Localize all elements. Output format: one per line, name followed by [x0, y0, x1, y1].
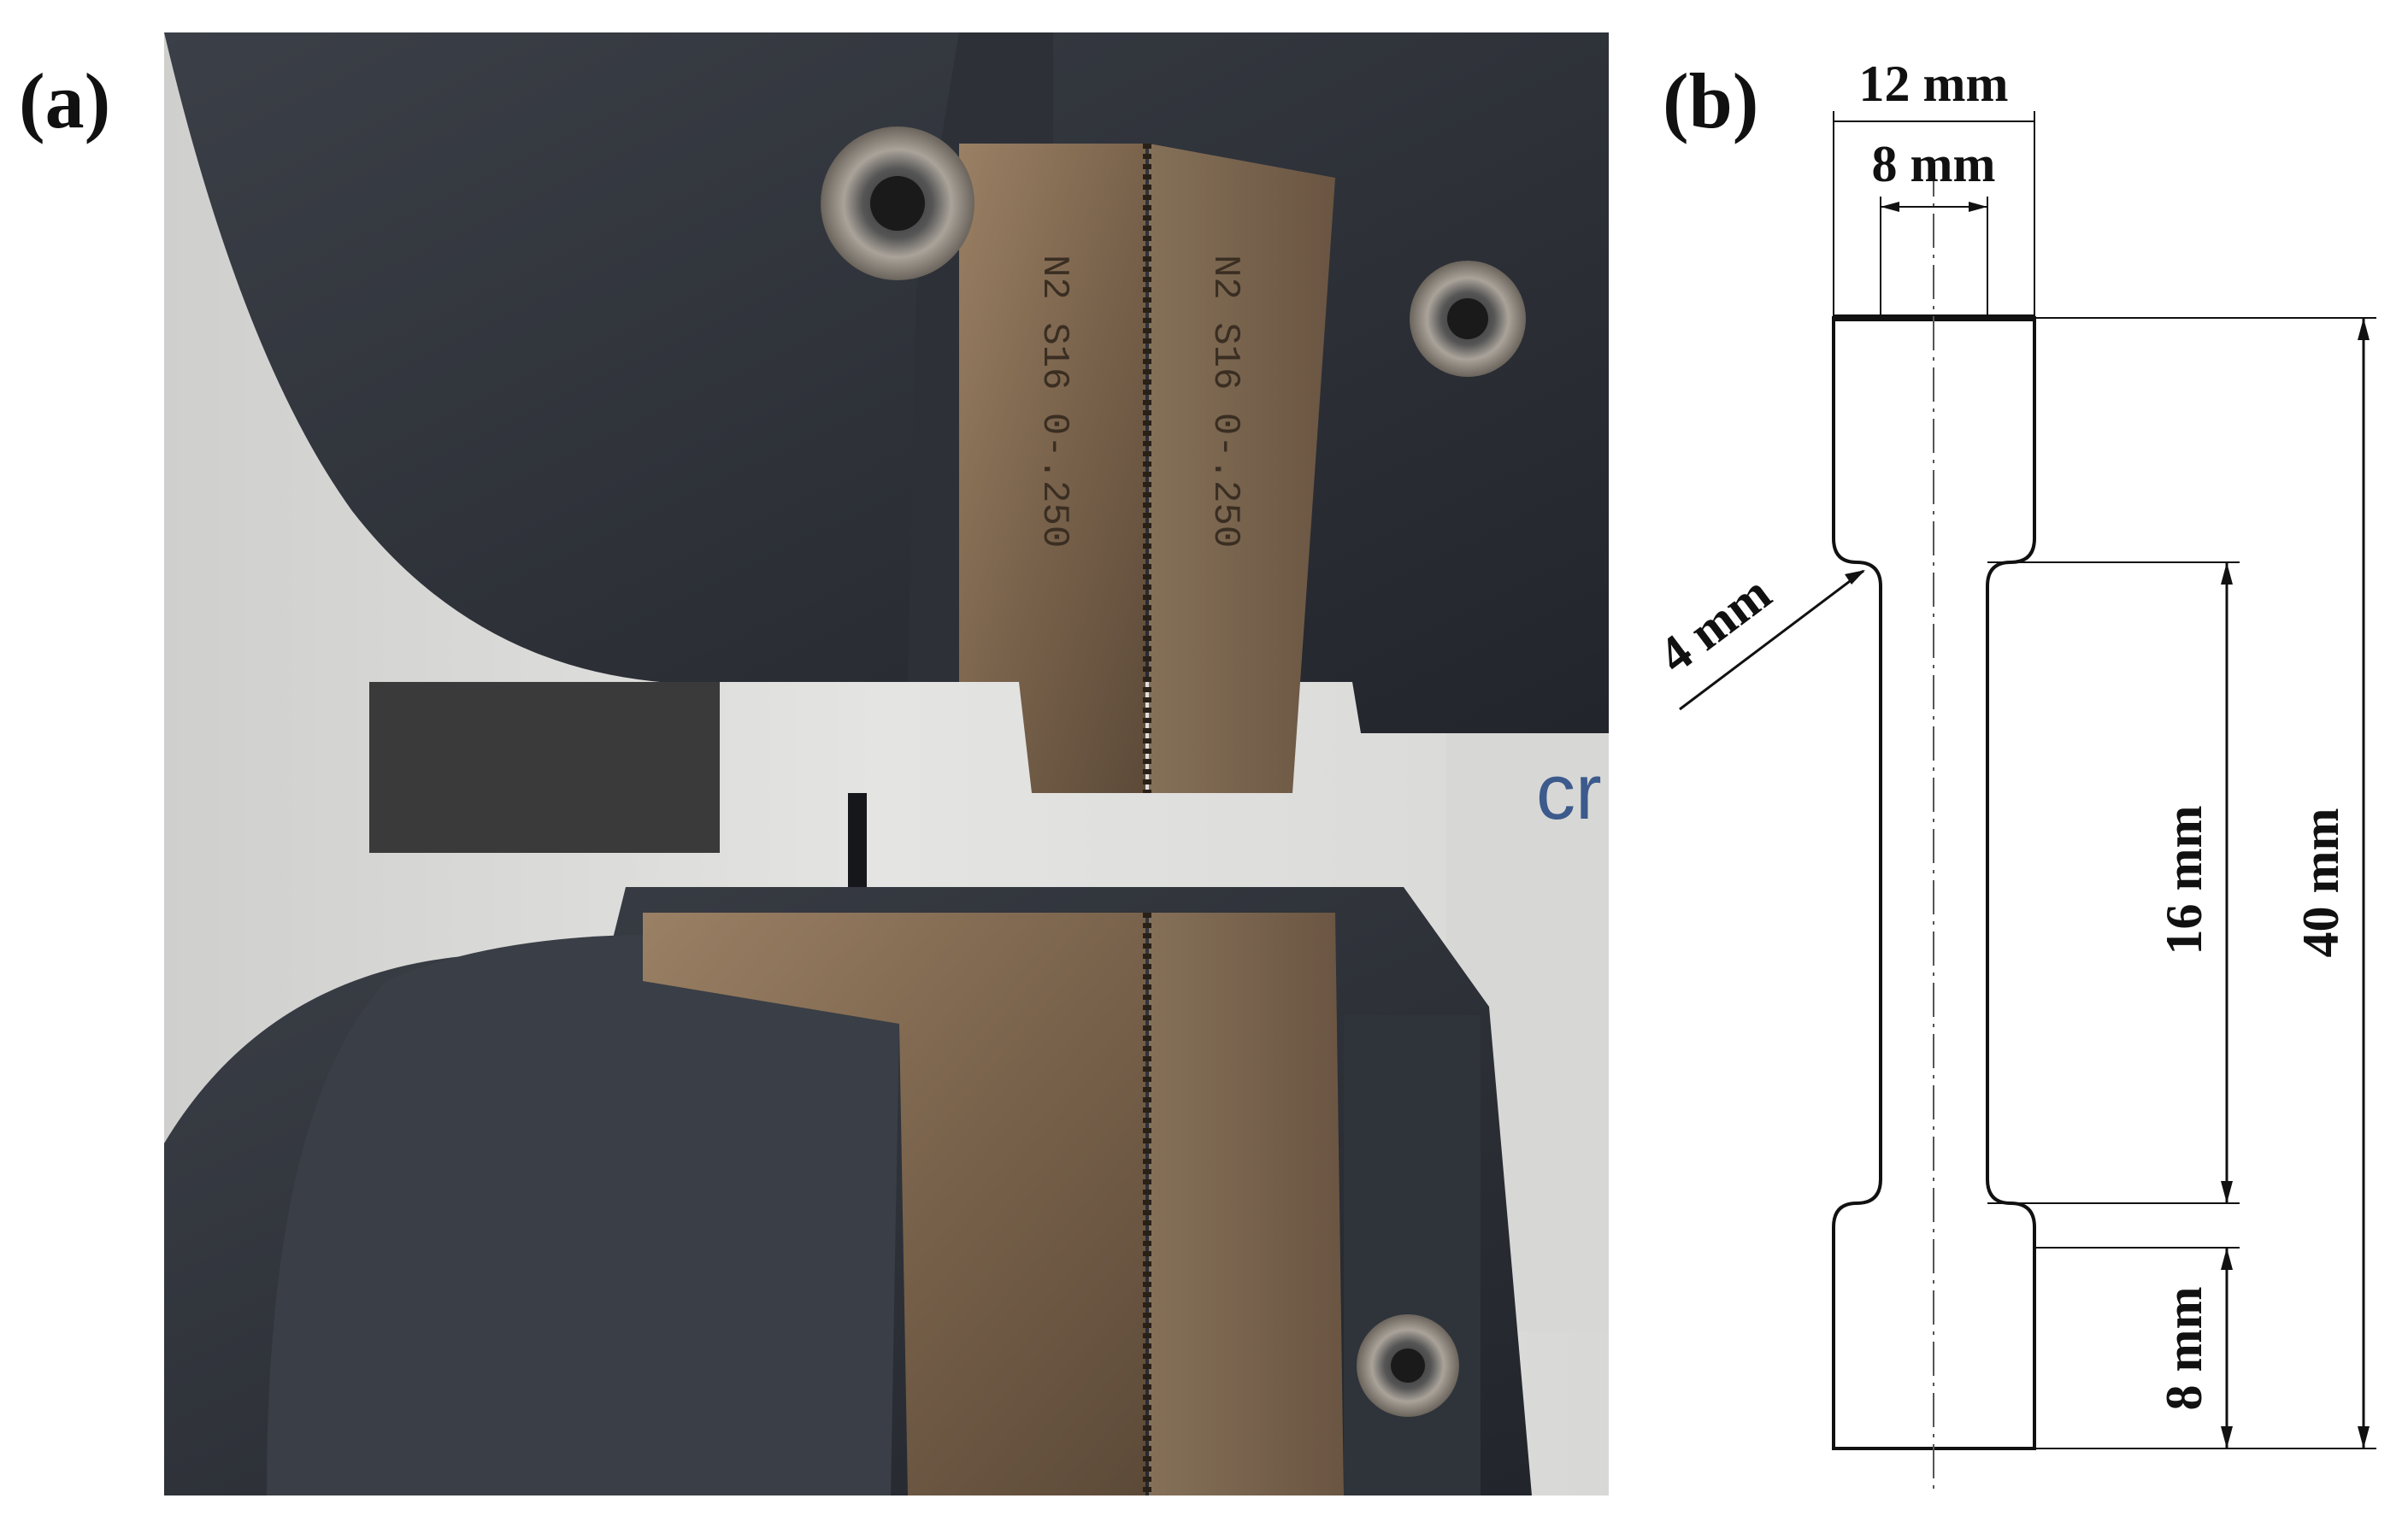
arrowhead-total-bottom — [2358, 1426, 2370, 1448]
arrowhead-inner-right — [1969, 202, 1987, 212]
dimension-outer-width: 12 mm — [1859, 56, 2009, 112]
arrowhead-inner-left — [1881, 202, 1899, 212]
specimen-drawing: 12 mm 8 mm 4 mm 16 mm 40 mm 8 mm — [1624, 0, 2408, 1516]
arrowhead-grip-bottom — [2221, 1426, 2233, 1448]
jaw-marking-left: N2 S16 0-.250 — [1033, 255, 1075, 548]
panel-label-b: (b) — [1663, 57, 1759, 144]
lower-jaw-left — [643, 913, 1145, 1495]
arrowhead-total-top — [2358, 318, 2370, 340]
lower-right-bolt-socket — [1391, 1349, 1425, 1383]
radius-leader-line — [1679, 569, 1864, 711]
dimension-inner-width: 8 mm — [1872, 136, 1996, 192]
background-panel — [369, 682, 720, 853]
upper-right-bolt-socket — [1447, 298, 1488, 339]
dimension-grip-length: 8 mm — [2156, 1287, 2212, 1411]
arrowhead-grip-top — [2221, 1248, 2233, 1270]
radius-arrowhead — [1845, 570, 1865, 585]
tensile-test-photo: cr PV N2 S16 0-.250 N2 S16 0-.250 — [164, 32, 1609, 1495]
arrowhead-gauge-bottom — [2221, 1181, 2233, 1203]
lower-jaw-right — [1149, 913, 1344, 1495]
jaw-marking-right: N2 S16 0-.250 — [1204, 255, 1246, 548]
dimension-radius: 4 mm — [1648, 564, 1781, 684]
dimension-gauge-length: 16 mm — [2156, 806, 2212, 955]
lower-grip-cover — [267, 934, 899, 1495]
upper-jaw-left — [959, 144, 1145, 793]
arrowhead-gauge-top — [2221, 562, 2233, 585]
specimen-drawing-svg: 12 mm 8 mm 4 mm 16 mm 40 mm 8 mm — [1648, 56, 2376, 1491]
dimension-total-length: 40 mm — [2293, 808, 2349, 958]
upper-jaw-right — [1149, 144, 1335, 793]
lower-side-bracket — [1344, 1015, 1481, 1495]
photo-illustration: cr PV N2 S16 0-.250 N2 S16 0-.250 — [164, 32, 1609, 1495]
background-sign-text: cr PV — [1536, 749, 1609, 836]
upper-left-bolt-socket — [870, 176, 925, 231]
panel-label-a: (a) — [19, 57, 111, 144]
